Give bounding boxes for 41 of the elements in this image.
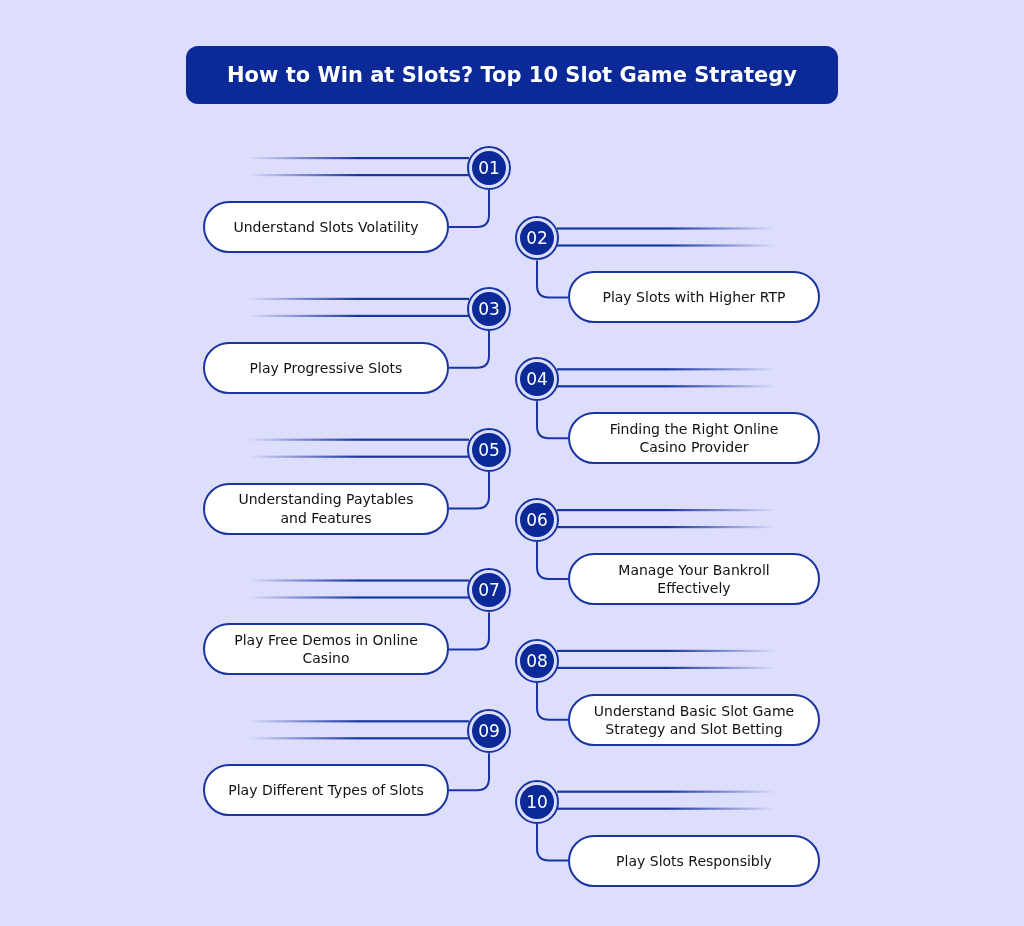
connector-line bbox=[536, 822, 569, 862]
step-number: 04 bbox=[520, 362, 554, 397]
connector-line bbox=[448, 470, 490, 510]
connector-line bbox=[448, 611, 490, 651]
title-banner: How to Win at Slots? Top 10 Slot Game Strategy bbox=[186, 46, 838, 104]
connector-line bbox=[536, 681, 569, 721]
connector-line bbox=[448, 329, 490, 369]
step-pill bbox=[203, 623, 449, 676]
step-pill bbox=[568, 693, 820, 746]
connector-line bbox=[536, 400, 569, 440]
step-number: 03 bbox=[472, 291, 506, 326]
step-number: 08 bbox=[520, 643, 554, 678]
step-number: 07 bbox=[472, 573, 506, 608]
step-pill bbox=[203, 201, 449, 253]
connector-line bbox=[448, 189, 490, 228]
step-number: 06 bbox=[520, 503, 554, 537]
step-text: Play Progressive Slots bbox=[248, 358, 404, 377]
connector-line bbox=[448, 752, 490, 792]
step-text: Play Slots with Higher RTP bbox=[601, 288, 787, 307]
step-text: Play Slots Responsibly bbox=[615, 851, 773, 870]
step-pill bbox=[568, 553, 820, 605]
step-pill bbox=[568, 834, 820, 887]
step-text: Play Different Types of Slots bbox=[227, 781, 425, 800]
connector-line bbox=[536, 259, 569, 299]
step-number: 01 bbox=[472, 151, 506, 185]
step-text: Finding the Right Online Casino Provider bbox=[608, 420, 780, 457]
step-text: Manage Your Bankroll Effectively bbox=[617, 560, 771, 598]
step-pill bbox=[203, 482, 449, 535]
step-pill bbox=[203, 764, 449, 817]
step-text: Understand Slots Volatility bbox=[232, 217, 420, 237]
step-pill bbox=[568, 412, 820, 465]
step-number: 05 bbox=[472, 432, 506, 467]
step-number: 10 bbox=[520, 784, 554, 819]
step-number: 02 bbox=[520, 221, 554, 256]
step-pill bbox=[568, 271, 820, 324]
step-text: Understanding Paytables and Features bbox=[237, 490, 415, 527]
connector-line bbox=[536, 541, 569, 580]
step-pill bbox=[203, 341, 449, 394]
step-text: Understand Basic Slot Game Strategy and Slot Betting bbox=[592, 701, 796, 738]
step-number: 09 bbox=[472, 714, 506, 749]
step-text: Play Free Demos in Online Casino bbox=[233, 631, 419, 668]
